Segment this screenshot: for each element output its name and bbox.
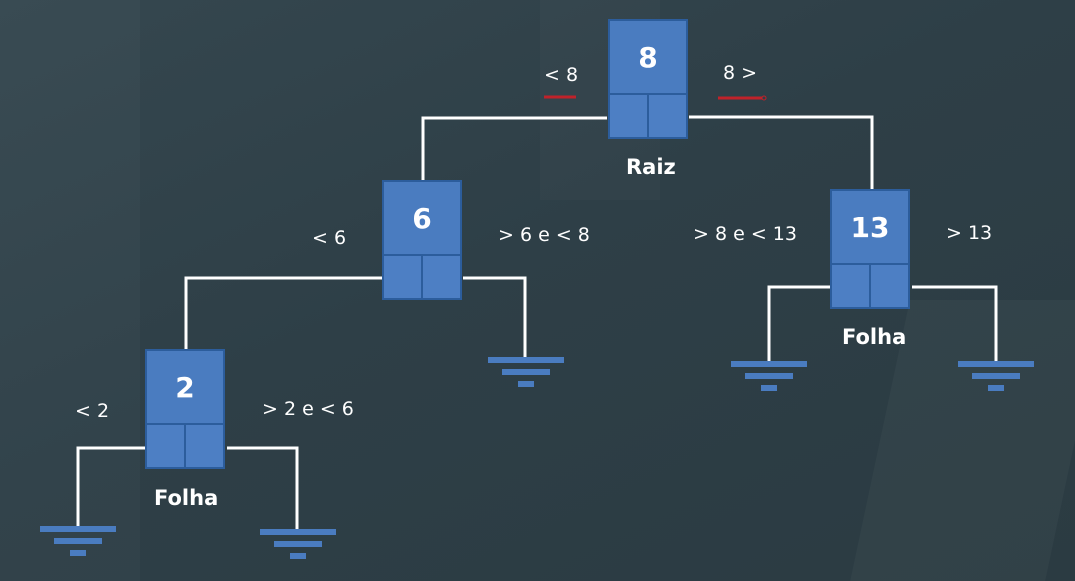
edge-root-left [421,116,607,180]
node-left-pointer [147,423,185,467]
caption-root: Raiz [626,155,676,179]
tree-node-root: 8 [608,19,688,139]
node-value: 8 [638,40,658,74]
edge-label-root-left: < 8 [544,64,579,86]
edge-2-right [227,446,299,530]
node-left-pointer [384,254,422,298]
node-value: 2 [175,370,195,404]
node-value: 6 [412,201,432,235]
null-ground-icon [958,361,1034,393]
null-ground-icon [260,529,336,561]
null-ground-icon [731,361,807,393]
underline-right-dot [761,95,767,101]
node-left-pointer [610,93,648,137]
edge-13-right [912,285,998,362]
edge-label-13-right: > 13 [946,222,993,244]
caption-13: Folha [842,325,907,349]
null-ground-icon [40,526,116,558]
edge-6-left [184,276,382,350]
node-right-pointer [422,254,460,298]
caption-2: Folha [154,486,219,510]
node-left-pointer [832,263,870,307]
tree-node-6: 6 [382,180,462,300]
edge-2-left [76,446,145,527]
edge-label-2-left: < 2 [75,400,110,422]
edge-6-right [463,276,527,358]
edge-13-left [767,285,830,362]
node-value: 13 [850,210,890,244]
edge-label-root-right: 8 > [723,62,758,84]
edge-label-2-right: > 2 e < 6 [262,398,354,420]
edge-label-6-right: > 6 e < 8 [498,224,590,246]
node-right-pointer [648,93,686,137]
edge-root-right [689,115,874,190]
tree-node-2: 2 [145,349,225,469]
null-ground-icon [488,357,564,389]
node-right-pointer [185,423,223,467]
edge-label-6-left: < 6 [312,227,347,249]
edge-label-13-left: > 8 e < 13 [693,223,797,245]
node-right-pointer [870,263,908,307]
tree-node-13: 13 [830,189,910,309]
